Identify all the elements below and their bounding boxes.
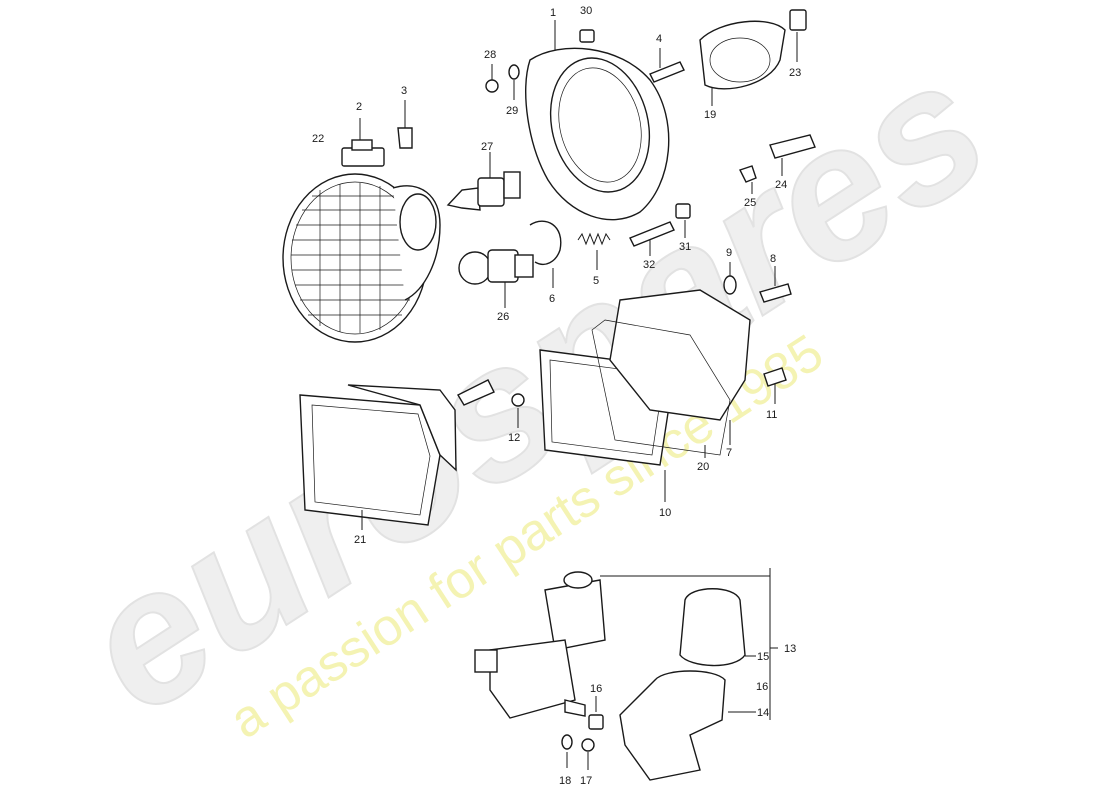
part-label-8: 8: [770, 253, 776, 265]
part-label-32: 32: [643, 259, 655, 271]
part-label-11: 11: [766, 409, 777, 421]
filter-cap: [679, 588, 746, 667]
bulb-h4: [446, 152, 521, 211]
fog-lamp-left: [299, 384, 457, 530]
part-label-14: 14: [757, 707, 769, 719]
part-label-30: 30: [580, 5, 592, 17]
part-label-20: 20: [697, 461, 709, 473]
wire-connector: [457, 379, 495, 406]
group-bracket: [600, 568, 778, 720]
part-label-7: 7: [726, 447, 732, 459]
pump-screw: [581, 738, 595, 770]
part-label-16: 16: [590, 683, 602, 695]
part-label-31: 31: [679, 241, 691, 253]
adjusting-screw: [649, 48, 685, 83]
pump-cover: [619, 670, 726, 781]
adjusting-spring: [577, 232, 611, 270]
part-label-1: 1: [550, 7, 556, 19]
adjusting-nut: [675, 203, 691, 238]
part-label-16-group: 16: [756, 681, 768, 693]
contact-terminal: [739, 165, 757, 194]
part-label-12: 12: [508, 432, 520, 444]
retaining-spring: [529, 220, 562, 288]
housing-screw: [763, 367, 787, 404]
nut: [579, 29, 595, 43]
part-label-9: 9: [726, 247, 732, 259]
part-label-19: 19: [704, 109, 716, 121]
headlamp-round: [282, 173, 441, 343]
rubber-boot: [699, 20, 786, 106]
part-label-28: 28: [484, 49, 496, 61]
bulb-with-socket: [458, 249, 534, 308]
bulb-holder: [759, 266, 792, 303]
connector-plug: [789, 9, 807, 62]
small-bulb: [723, 262, 737, 295]
part-label-17: 17: [580, 775, 592, 787]
part-label-10: 10: [659, 507, 671, 519]
long-adjusting-screw: [629, 221, 675, 256]
part-label-23: 23: [789, 67, 801, 79]
part-label-25: 25: [744, 197, 756, 209]
pump-washer: [561, 734, 573, 768]
washer-pump: [474, 571, 606, 719]
part-label-13: 13: [784, 643, 796, 655]
contact-block: [769, 134, 816, 176]
screw: [485, 64, 499, 93]
headlamp-mounting-ring: [525, 20, 670, 221]
part-label-22: 22: [312, 133, 324, 145]
part-label-29: 29: [506, 105, 518, 117]
washer: [508, 64, 520, 100]
part-label-6: 6: [549, 293, 555, 305]
fog-lamp-housing: [591, 289, 751, 458]
part-label-24: 24: [775, 179, 787, 191]
part-label-2: 2: [356, 101, 362, 113]
part-label-21: 21: [354, 534, 366, 546]
spring-clip: [397, 100, 413, 149]
part-label-27: 27: [481, 141, 493, 153]
part-labels: 1 2 3 4 5 6 7 8 9 10 11 12 13 14 15 16 1…: [312, 5, 801, 787]
part-label-5: 5: [593, 275, 599, 287]
pump-nut: [588, 696, 604, 730]
part-label-4: 4: [656, 33, 662, 45]
part-label-3: 3: [401, 85, 407, 97]
lamp-bracket: [341, 118, 385, 167]
part-label-18: 18: [559, 775, 571, 787]
fog-lamp-screw: [511, 393, 525, 428]
part-label-15: 15: [757, 651, 769, 663]
part-label-26: 26: [497, 311, 509, 323]
